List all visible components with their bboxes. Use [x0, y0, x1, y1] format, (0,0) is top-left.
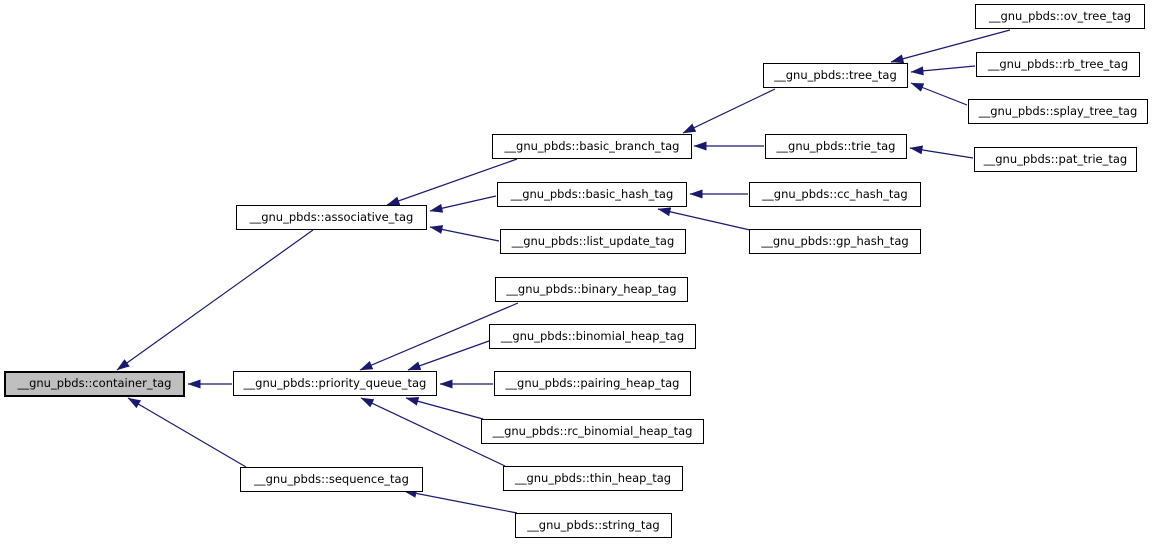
node-label: __gnu_pbds::string_tag: [527, 517, 660, 532]
node-label: __gnu_pbds::trie_tag: [776, 138, 896, 153]
edge-binomial_heap_tag-to-priority_queue_tag: [407, 340, 490, 371]
node-tree_tag[interactable]: __gnu_pbds::tree_tag: [763, 63, 908, 88]
node-label: __gnu_pbds::rc_binomial_heap_tag: [492, 423, 693, 438]
node-label: __gnu_pbds::list_update_tag: [511, 233, 675, 248]
edge-associative_tag-to-container_tag: [116, 229, 314, 371]
node-trie_tag[interactable]: __gnu_pbds::trie_tag: [765, 134, 907, 159]
node-label: __gnu_pbds::splay_tree_tag: [978, 103, 1138, 118]
node-label: __gnu_pbds::tree_tag: [774, 67, 897, 82]
node-label: __gnu_pbds::associative_tag: [249, 209, 414, 224]
node-pairing_heap_tag[interactable]: __gnu_pbds::pairing_heap_tag: [494, 371, 691, 396]
node-label: __gnu_pbds::priority_queue_tag: [243, 375, 427, 390]
node-associative_tag[interactable]: __gnu_pbds::associative_tag: [236, 205, 427, 230]
node-binary_heap_tag[interactable]: __gnu_pbds::binary_heap_tag: [495, 277, 688, 302]
node-label: __gnu_pbds::thin_heap_tag: [514, 470, 672, 485]
node-string_tag[interactable]: __gnu_pbds::string_tag: [515, 513, 672, 538]
node-label: __gnu_pbds::pat_trie_tag: [983, 151, 1128, 166]
edge-basic_hash_tag-to-associative_tag: [429, 195, 497, 213]
node-priority_queue_tag[interactable]: __gnu_pbds::priority_queue_tag: [233, 371, 437, 396]
node-container_tag: __gnu_pbds::container_tag: [4, 371, 185, 397]
edge-rb_tree_tag-to-tree_tag: [910, 65, 976, 76]
node-label: __gnu_pbds::basic_branch_tag: [504, 138, 680, 153]
node-splay_tree_tag[interactable]: __gnu_pbds::splay_tree_tag: [968, 99, 1148, 124]
node-gp_hash_tag[interactable]: __gnu_pbds::gp_hash_tag: [749, 229, 921, 254]
edge-pat_trie_tag-to-trie_tag: [909, 145, 974, 159]
edge-rc_binomial_heap_tag-to-priority_queue_tag: [405, 396, 484, 420]
node-label: __gnu_pbds::cc_hash_tag: [762, 186, 908, 201]
node-label: __gnu_pbds::basic_hash_tag: [510, 186, 674, 201]
node-rb_tree_tag[interactable]: __gnu_pbds::rb_tree_tag: [976, 52, 1140, 77]
node-label: __gnu_pbds::binary_heap_tag: [506, 281, 677, 296]
node-label: __gnu_pbds::sequence_tag: [254, 471, 409, 486]
node-label: __gnu_pbds::pairing_heap_tag: [505, 375, 680, 390]
edge-gp_hash_tag-to-basic_hash_tag: [657, 207, 751, 231]
node-ov_tree_tag[interactable]: __gnu_pbds::ov_tree_tag: [975, 4, 1145, 29]
node-rc_binomial_heap_tag[interactable]: __gnu_pbds::rc_binomial_heap_tag: [481, 419, 704, 444]
node-list_update_tag[interactable]: __gnu_pbds::list_update_tag: [500, 229, 686, 254]
edge-tree_tag-to-basic_branch_tag: [682, 88, 776, 134]
edge-string_tag-to-sequence_tag: [403, 488, 518, 514]
node-basic_hash_tag[interactable]: __gnu_pbds::basic_hash_tag: [497, 182, 687, 207]
edge-sequence_tag-to-container_tag: [127, 397, 247, 468]
edge-list_update_tag-to-associative_tag: [429, 225, 500, 242]
node-label: __gnu_pbds::ov_tree_tag: [988, 8, 1132, 23]
node-label: __gnu_pbds::gp_hash_tag: [761, 233, 909, 248]
node-cc_hash_tag[interactable]: __gnu_pbds::cc_hash_tag: [749, 182, 921, 207]
node-label: __gnu_pbds::container_tag: [17, 376, 172, 391]
node-label: __gnu_pbds::binomial_heap_tag: [500, 328, 685, 343]
node-thin_heap_tag[interactable]: __gnu_pbds::thin_heap_tag: [503, 466, 683, 491]
edge-splay_tree_tag-to-tree_tag: [910, 82, 968, 106]
node-pat_trie_tag[interactable]: __gnu_pbds::pat_trie_tag: [974, 147, 1137, 172]
node-binomial_heap_tag[interactable]: __gnu_pbds::binomial_heap_tag: [489, 324, 696, 349]
node-sequence_tag[interactable]: __gnu_pbds::sequence_tag: [240, 467, 423, 492]
node-basic_branch_tag[interactable]: __gnu_pbds::basic_branch_tag: [492, 134, 692, 159]
node-label: __gnu_pbds::rb_tree_tag: [987, 56, 1129, 71]
